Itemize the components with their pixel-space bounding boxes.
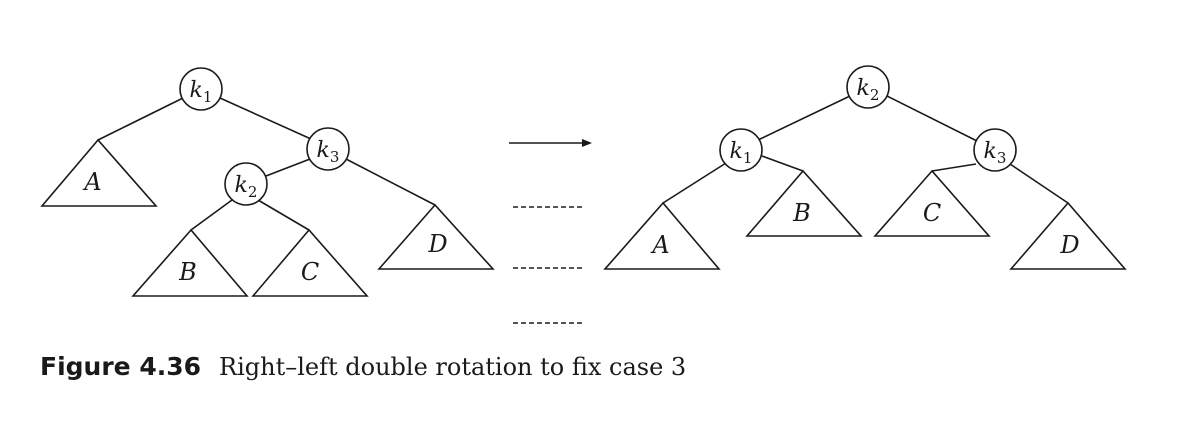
subtree-triangle-C [251,228,369,297]
subtree-label-B: B [792,199,811,227]
svg-text:k2: k2 [235,173,258,201]
subtree-triangle-A [603,201,721,270]
svg-text:k3: k3 [984,139,1007,167]
double-rotation-diagram: A B C D k1 k3 k2 [40,65,1127,324]
node-k3: k3 [973,128,1017,172]
before-tree: A B C D k1 k3 k2 [40,67,495,297]
subtree-triangle-D [377,203,495,270]
node-k1: k1 [179,67,223,111]
edge-k1-B [761,155,804,172]
figure-caption-text: Right–left double rotation to fix case 3 [219,353,687,381]
subtree-label-D: D [1059,231,1079,259]
svg-text:k1: k1 [190,78,213,106]
subtree-label-C: C [301,258,319,286]
svg-text:k1: k1 [730,139,753,167]
subtree-triangle-B [745,169,863,237]
edge-k1-A [97,97,184,141]
edge-k3-C [931,163,977,172]
node-k1: k1 [719,128,763,172]
edge-k2-k3 [886,95,978,142]
edge-k1-k3 [219,97,312,140]
svg-text:k3: k3 [317,138,340,166]
transform-arrow [509,139,592,147]
subtree-label-B: B [178,258,197,286]
subtree-triangle-B [131,228,249,297]
subtree-label-A: A [82,168,101,196]
node-k2: k2 [224,162,268,206]
node-k2: k2 [846,65,890,109]
figure-label: Figure 4.36 [40,352,202,381]
subtree-triangle-A [40,138,158,207]
subtree-triangle-D [1009,201,1127,270]
edge-k3-D [1009,163,1069,204]
edge-k2-C [257,199,310,231]
edge-k3-D [345,158,436,206]
after-tree: A B C D k2 k1 k3 [603,65,1127,270]
figure-caption: Figure 4.36 Right–left double rotation to… [40,352,686,381]
subtree-label-D: D [427,230,447,258]
edge-k1-A [662,162,727,204]
edge-k3-k2 [265,158,311,177]
node-k3: k3 [306,127,350,171]
edge-k2-B [190,199,233,231]
subtree-label-A: A [650,231,669,259]
subtree-label-C: C [923,199,941,227]
svg-text:k2: k2 [857,76,880,104]
subtree-triangle-C [873,169,991,237]
edge-k2-k1 [757,95,851,141]
